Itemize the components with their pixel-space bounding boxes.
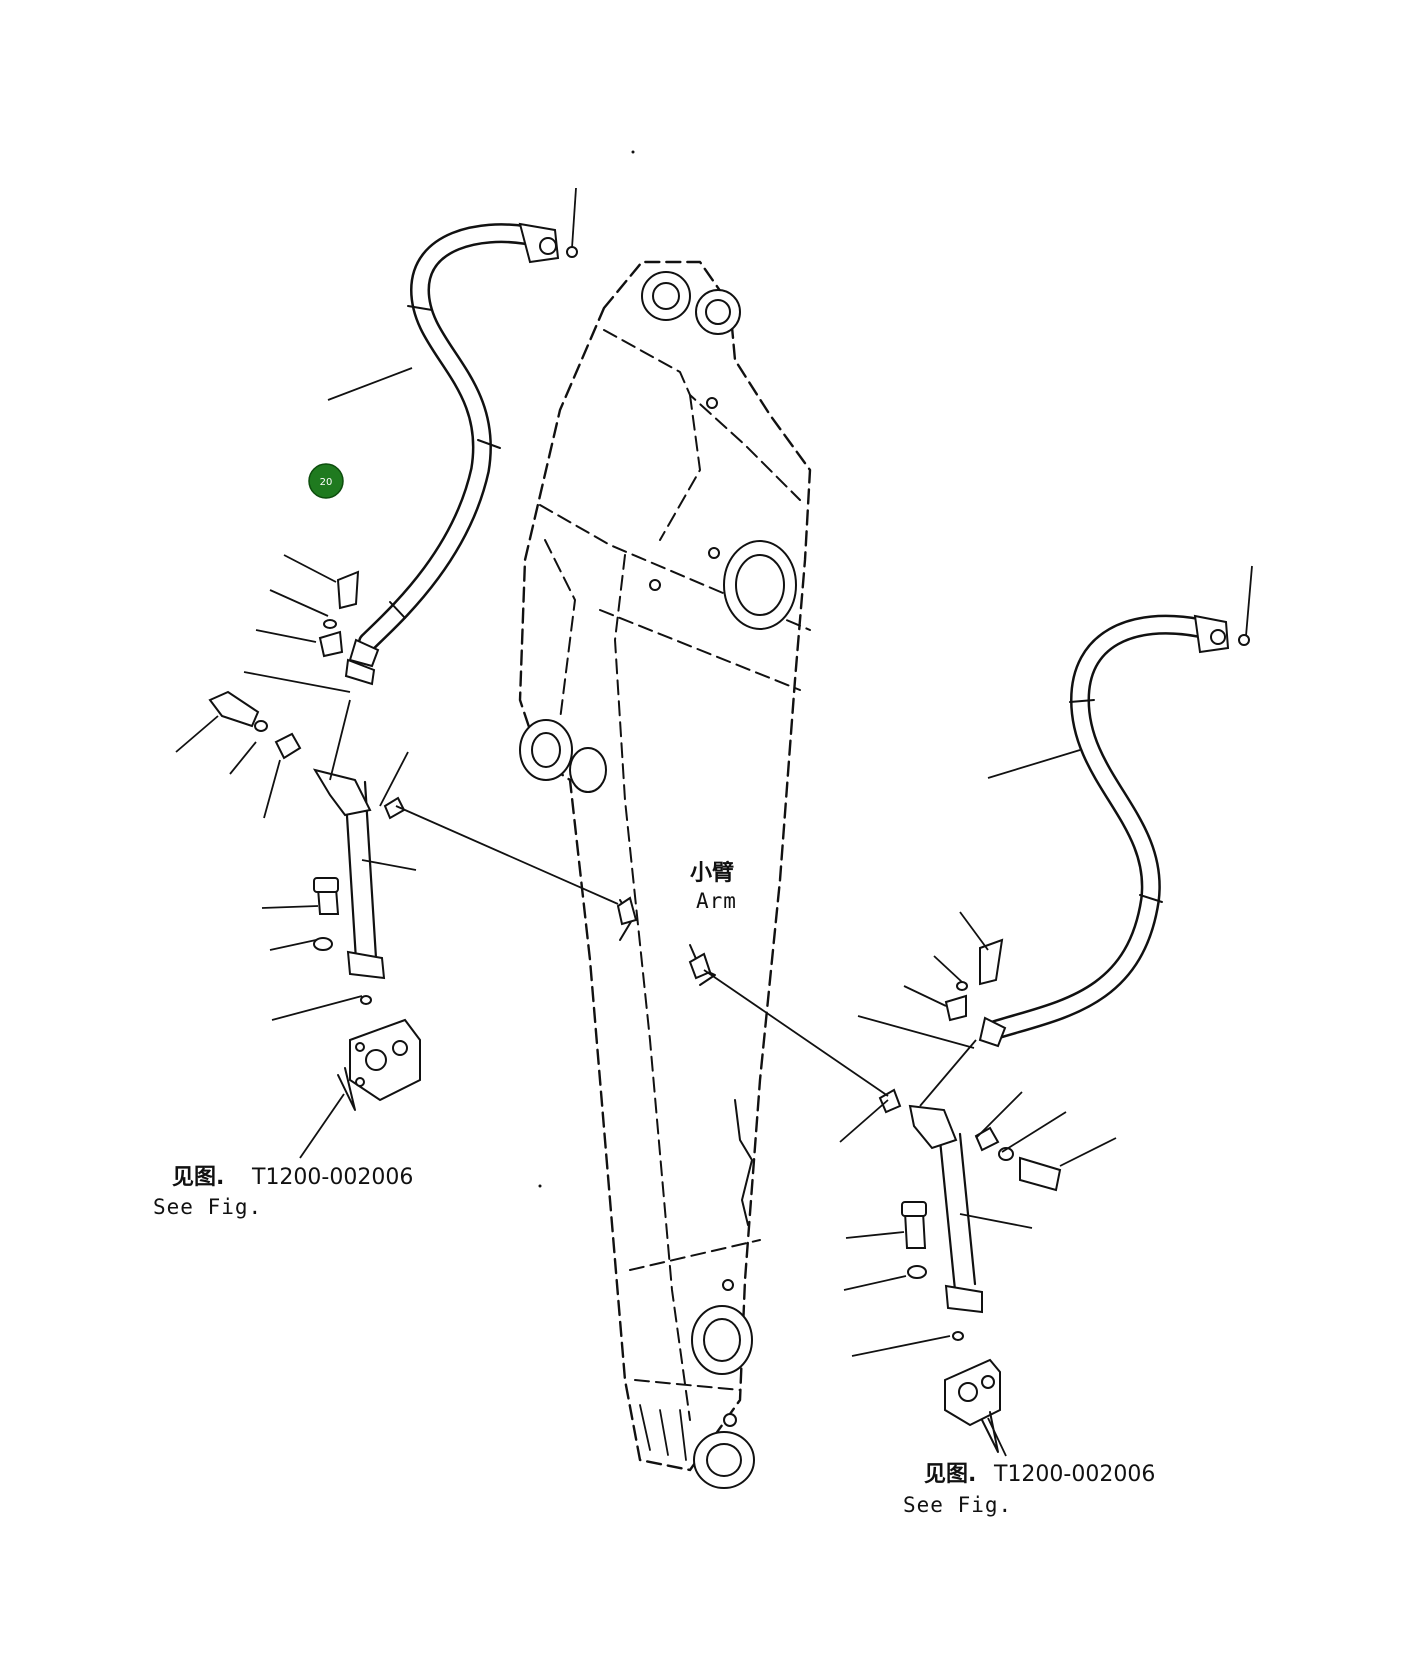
left-pipe-assembly	[208, 570, 638, 1111]
arm-end-boss	[693, 1431, 755, 1489]
leader-lines	[175, 187, 1253, 1457]
right-bolt-3	[979, 938, 1004, 986]
right-bolt-2	[903, 1211, 927, 1249]
left-hydraulic-hose	[344, 222, 560, 686]
reference-right: 见图. T1200-002006 See Fig.	[903, 1462, 1155, 1517]
right-hydraulic-hose	[978, 614, 1230, 1048]
left-bolt-3	[336, 570, 360, 610]
callout-circle[interactable]	[308, 463, 344, 499]
arm-side-boss	[569, 747, 607, 793]
ref-left-code: T1200-002006	[251, 1165, 413, 1190]
left-bolt-1	[208, 690, 260, 728]
right-washer	[907, 1265, 927, 1279]
arm-top-boss-right	[695, 289, 741, 335]
ref-right-caption: See Fig.	[903, 1493, 1012, 1517]
left-clamp	[274, 732, 302, 760]
arm-label-en: Arm	[696, 889, 737, 913]
arm-top-boss-left	[641, 271, 691, 321]
right-bolt-1	[1019, 1156, 1062, 1192]
ref-right-prefix: 见图.	[924, 1462, 976, 1487]
arm-body	[518, 260, 812, 1489]
arm-middle-boss	[723, 540, 797, 630]
ref-left-prefix: 见图.	[172, 1165, 224, 1190]
arm-bottom-boss	[691, 1305, 753, 1375]
ref-right-code: T1200-002006	[993, 1462, 1155, 1487]
ref-left-caption: See Fig.	[153, 1195, 262, 1219]
reference-left: 见图. T1200-002006 See Fig.	[153, 1165, 413, 1219]
arm-label: 小臂 Arm	[690, 860, 737, 913]
arm-lower-left-boss	[519, 719, 573, 781]
callout-number[interactable]: 20	[320, 477, 333, 488]
part-callout-badge[interactable]: 20	[308, 463, 344, 499]
left-washer	[313, 937, 333, 951]
arm-label-cn: 小臂	[690, 860, 734, 886]
